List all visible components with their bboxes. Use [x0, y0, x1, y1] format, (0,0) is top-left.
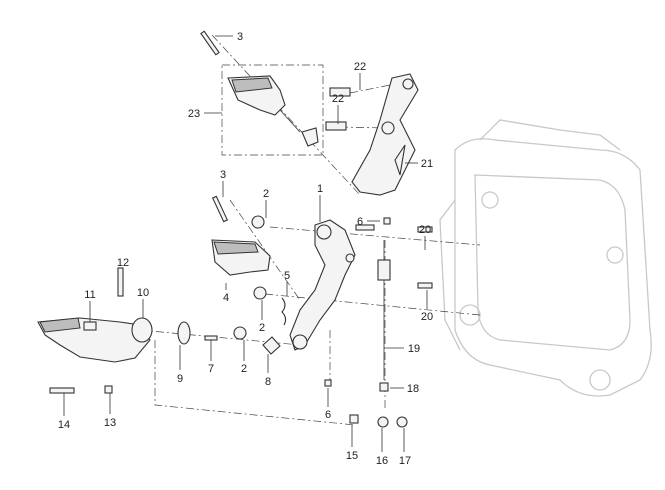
callout-9: 9	[177, 373, 183, 385]
callout-22: 22	[332, 93, 344, 105]
part-brake-pedal	[37, 317, 153, 363]
callout-18: 18	[407, 383, 419, 395]
callout-22: 22	[354, 61, 366, 73]
callout-23: 23	[188, 108, 200, 120]
callout-15: 15	[346, 450, 358, 462]
callout-6: 6	[357, 216, 363, 228]
callout-4: 4	[223, 292, 229, 304]
leader-lines	[63, 35, 428, 452]
callout-11: 11	[84, 289, 95, 301]
callout-2: 2	[241, 363, 247, 375]
callout-13: 13	[104, 417, 116, 429]
callout-2: 2	[263, 188, 269, 200]
callout-5: 5	[284, 270, 290, 282]
part-footpeg-upper	[227, 75, 319, 147]
assembly-23-box	[221, 64, 324, 156]
callout-3: 3	[237, 31, 243, 43]
frame-outline	[439, 119, 652, 397]
callout-19: 19	[408, 343, 420, 355]
callout-20: 20	[421, 311, 433, 323]
callout-labels: 3 22 22 23 21 3 2 1 6 20 12 5 11 10 4 20…	[58, 31, 433, 467]
callout-10: 10	[137, 287, 149, 299]
callout-6: 6	[325, 409, 331, 421]
part-bracket-1	[289, 219, 356, 351]
callout-1: 1	[317, 183, 323, 195]
callout-3: 3	[220, 169, 226, 181]
part-footpeg-4	[211, 239, 271, 276]
small-parts	[49, 30, 433, 428]
callout-16: 16	[376, 455, 388, 467]
part-bracket-21	[351, 73, 419, 196]
callout-14: 14	[58, 419, 70, 431]
callout-17: 17	[399, 455, 411, 467]
callout-7: 7	[208, 363, 214, 375]
callout-20: 20	[419, 224, 431, 236]
callout-8: 8	[265, 376, 271, 388]
callout-21: 21	[421, 158, 433, 170]
callout-2: 2	[259, 322, 265, 334]
callout-12: 12	[117, 257, 129, 269]
